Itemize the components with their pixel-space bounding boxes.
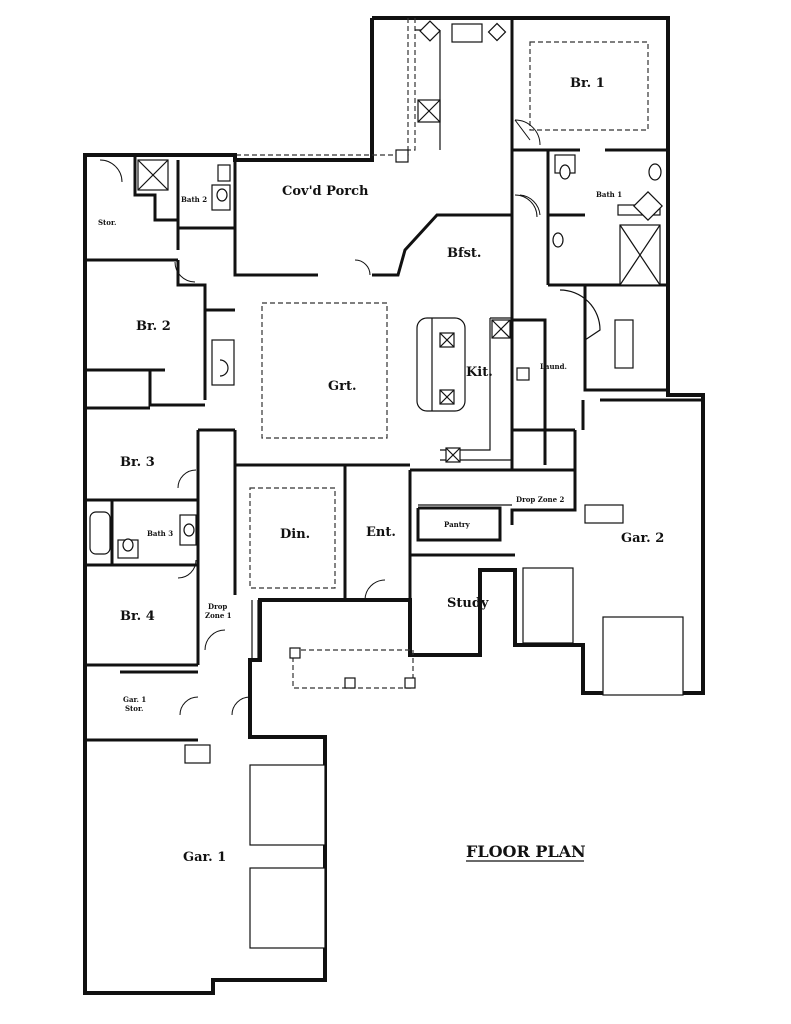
room-labels: Cov'd Porch Br. 1 Bath 1 Bath 2 Stor. Br… bbox=[98, 76, 664, 865]
room-label-gar1stor-line1: Gar. 1 bbox=[123, 695, 146, 704]
garage-1 bbox=[85, 696, 326, 993]
room-label-bath3: Bath 3 bbox=[147, 529, 173, 538]
room-label-drop1-line2: Zone 1 bbox=[205, 611, 232, 620]
room-label-ent: Ent. bbox=[366, 525, 396, 540]
west-bedrooms bbox=[85, 428, 237, 742]
room-label-stor: Stor. bbox=[98, 218, 116, 227]
room-label-br3: Br. 3 bbox=[120, 455, 155, 470]
room-label-gar2: Gar. 2 bbox=[621, 531, 664, 546]
room-label-laund: Laund. bbox=[540, 362, 567, 371]
garage-2 bbox=[510, 398, 703, 696]
room-label-din: Din. bbox=[280, 527, 310, 542]
plan-title: FLOOR PLAN bbox=[466, 842, 586, 861]
room-label-bath1: Bath 1 bbox=[596, 190, 622, 199]
front-rooms bbox=[249, 465, 515, 689]
room-label-bfst: Bfst. bbox=[447, 246, 481, 261]
room-label-study: Study bbox=[447, 596, 489, 611]
room-label-drop1-line1: Drop bbox=[208, 602, 227, 611]
room-label-gar1: Gar. 1 bbox=[183, 850, 226, 865]
room-label-br4: Br. 4 bbox=[120, 609, 155, 624]
room-label-br2: Br. 2 bbox=[136, 319, 171, 334]
master-suite bbox=[512, 41, 668, 392]
living-area bbox=[235, 194, 575, 472]
room-label-bath2: Bath 2 bbox=[181, 195, 207, 204]
room-label-kit: Kit. bbox=[466, 365, 493, 380]
room-label-drop2: Drop Zone 2 bbox=[516, 495, 565, 504]
room-label-br1: Br. 1 bbox=[570, 76, 605, 91]
room-label-gar1stor-line2: Stor. bbox=[125, 704, 143, 713]
porch-area bbox=[237, 18, 514, 470]
secondary-bedrooms bbox=[85, 155, 235, 410]
room-label-porch: Cov'd Porch bbox=[282, 184, 369, 199]
room-label-pantry: Pantry bbox=[444, 520, 471, 529]
room-label-grt: Grt. bbox=[328, 379, 356, 394]
